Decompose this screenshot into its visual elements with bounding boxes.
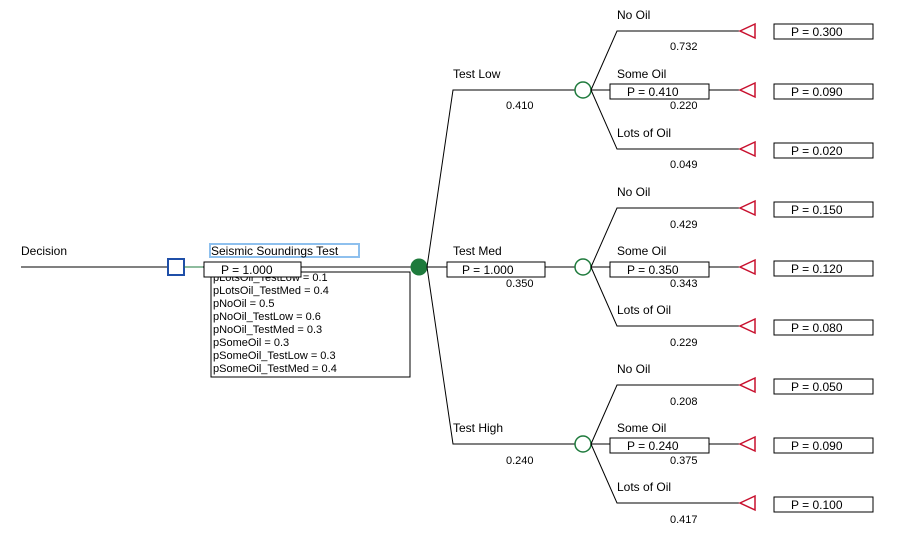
chance-node-selected-icon[interactable] <box>410 258 428 276</box>
variable-line: pNoOil_TestLow = 0.6 <box>213 311 321 323</box>
terminal-p-box <box>773 378 874 395</box>
test-high-branch-line <box>426 266 575 445</box>
terminal-node-icon[interactable] <box>738 435 756 453</box>
root-label: Decision <box>21 244 67 258</box>
terminal-p-box <box>773 260 874 277</box>
test-med-prob: 0.350 <box>506 278 534 290</box>
terminal-row: P = 0.300 <box>738 22 874 40</box>
outcome-prob: 0.732 <box>670 41 698 53</box>
terminal-node-icon[interactable] <box>738 199 756 217</box>
outcome-line <box>590 266 740 327</box>
terminal-row: P = 0.080 <box>738 317 874 336</box>
outcome-prob: 0.208 <box>670 396 698 408</box>
outcome-label[interactable]: Some Oil <box>617 421 666 435</box>
chance-node-p: P = 0.350 <box>627 263 679 277</box>
outcome-label[interactable]: Some Oil <box>617 67 666 81</box>
outcome-prob: 0.429 <box>670 219 698 231</box>
outcome-prob: 0.343 <box>670 278 698 290</box>
chance-node-test-low-icon[interactable] <box>574 81 592 99</box>
outcome-prob: 0.229 <box>670 337 698 349</box>
terminal-row: P = 0.090 <box>738 435 874 454</box>
variable-line: pNoOil_TestMed = 0.3 <box>213 324 322 336</box>
chance-node-p-box <box>609 83 710 100</box>
terminal-node-icon[interactable] <box>738 494 756 512</box>
test-med-label[interactable]: Test Med <box>453 244 502 258</box>
outcome-prob: 0.049 <box>670 159 698 171</box>
outcome-label[interactable]: No Oil <box>617 185 650 199</box>
chance-node-test-med-icon[interactable] <box>574 258 592 276</box>
outcome-label[interactable]: Lots of Oil <box>617 126 671 140</box>
outcome-label[interactable]: Lots of Oil <box>617 303 671 317</box>
terminal-row: P = 0.090 <box>738 81 874 100</box>
test-low-label[interactable]: Test Low <box>453 67 501 81</box>
outcome-label[interactable]: No Oil <box>617 8 650 22</box>
outcome-line <box>590 89 740 150</box>
chance-node-p-box <box>609 437 710 454</box>
terminal-p: P = 0.150 <box>791 203 843 217</box>
terminal-p-box <box>773 23 874 40</box>
terminal-p: P = 0.050 <box>791 380 843 394</box>
outcome-label[interactable]: Lots of Oil <box>617 480 671 494</box>
terminal-p: P = 0.020 <box>791 144 843 158</box>
test-med-branch-p: P = 1.000 <box>462 263 514 277</box>
chance-node-p: P = 0.240 <box>627 439 679 453</box>
terminal-p: P = 0.090 <box>791 85 843 99</box>
terminal-p-box <box>773 83 874 100</box>
terminal-row: P = 0.150 <box>738 199 874 218</box>
chance-node-p: P = 0.410 <box>627 85 679 99</box>
decision-branch-p-box <box>203 261 302 278</box>
outcome-line <box>590 384 740 445</box>
outcome-prob: 0.417 <box>670 514 698 526</box>
outcome-prob: 0.220 <box>670 100 698 112</box>
variable-line: pSomeOil = 0.3 <box>213 337 289 349</box>
terminal-p-box <box>773 496 874 513</box>
terminal-node-icon[interactable] <box>738 376 756 394</box>
decision-branch-selection <box>209 243 360 258</box>
terminal-node-icon[interactable] <box>738 258 756 276</box>
terminal-node-icon[interactable] <box>738 81 756 99</box>
decision-branch-p: P = 1.000 <box>221 263 273 277</box>
terminal-p: P = 0.080 <box>791 321 843 335</box>
outcome-line <box>590 207 740 268</box>
test-low-branch-line <box>426 89 575 268</box>
outcome-label[interactable]: Some Oil <box>617 244 666 258</box>
terminal-row: P = 0.020 <box>738 140 874 159</box>
variables-box <box>210 271 411 378</box>
variable-line: pNoOil = 0.5 <box>213 298 274 310</box>
test-high-prob: 0.240 <box>506 455 534 467</box>
terminal-row: P = 0.100 <box>738 494 874 513</box>
variable-line: pSomeOil_TestLow = 0.3 <box>213 350 336 362</box>
test-high-label[interactable]: Test High <box>453 421 503 435</box>
outcome-line <box>590 30 740 91</box>
test-low-prob: 0.410 <box>506 100 534 112</box>
terminal-p: P = 0.300 <box>791 25 843 39</box>
decision-branch-label[interactable]: Seismic Soundings Test <box>211 244 339 258</box>
variable-line: pLotsOil_TestMed = 0.4 <box>213 285 329 297</box>
terminal-p: P = 0.090 <box>791 439 843 453</box>
terminal-row: P = 0.120 <box>738 258 874 277</box>
chance-node-test-high-icon[interactable] <box>574 435 592 453</box>
outcome-label[interactable]: No Oil <box>617 362 650 376</box>
terminal-row: P = 0.050 <box>738 376 874 395</box>
variable-line: pSomeOil_TestMed = 0.4 <box>213 363 337 375</box>
terminal-p-box <box>773 319 874 336</box>
terminal-p-box <box>773 437 874 454</box>
terminal-p: P = 0.100 <box>791 498 843 512</box>
terminal-p-box <box>773 142 874 159</box>
test-med-branch-p-box <box>446 261 546 278</box>
terminal-node-icon[interactable] <box>738 22 756 40</box>
terminal-node-icon[interactable] <box>738 317 756 335</box>
chance-node-p-box <box>609 261 710 278</box>
outcome-prob: 0.375 <box>670 455 698 467</box>
decision-node-icon[interactable] <box>167 258 185 276</box>
terminal-p-box <box>773 201 874 218</box>
outcome-line <box>590 443 740 504</box>
terminal-node-icon[interactable] <box>738 140 756 158</box>
terminal-p: P = 0.120 <box>791 262 843 276</box>
